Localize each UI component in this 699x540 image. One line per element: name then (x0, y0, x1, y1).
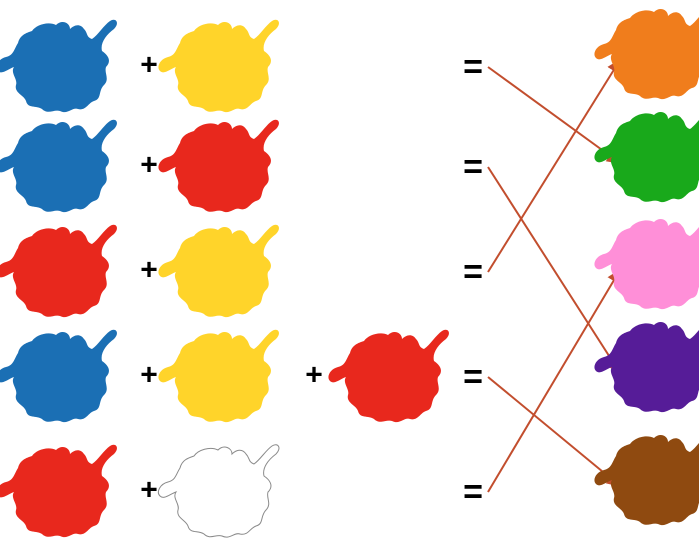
result-blobs (594, 6, 699, 526)
plus-sign: + (140, 254, 158, 287)
arrow-to-pink (487, 268, 621, 493)
equals-sign: = (463, 253, 483, 291)
plus-sign: + (140, 474, 158, 507)
plus-sign: + (140, 149, 158, 182)
equals-sign: = (463, 473, 483, 511)
paint-splat-purple (594, 319, 699, 413)
paint-splat-brown (594, 432, 699, 526)
plus-sign: + (140, 359, 158, 392)
equals-sign: = (463, 148, 483, 186)
paint-splat-yellow (158, 19, 279, 113)
arrow-to-purple (487, 166, 621, 375)
matching-arrows (487, 58, 622, 493)
plus-sign: + (140, 49, 158, 82)
paint-splat-blue (0, 19, 117, 113)
paint-splat-blue (0, 329, 117, 423)
second-blobs (157, 19, 280, 538)
paint-splat-red (0, 444, 117, 538)
left-blobs (0, 19, 117, 538)
paint-splat-green (594, 109, 699, 203)
paint-splat-pink (594, 216, 699, 310)
paint-splat-red (328, 329, 449, 423)
third-blobs (328, 329, 449, 423)
paint-splat-orange (594, 6, 699, 100)
plus-sign: + (305, 359, 323, 392)
operators: + = + = + = + + = + = (140, 48, 483, 511)
paint-splat-white (157, 444, 280, 538)
paint-splat-yellow (158, 329, 279, 423)
equals-sign: = (463, 48, 483, 86)
arrow-to-orange (487, 58, 621, 273)
paint-splat-red (0, 224, 117, 318)
arrow-to-brown (487, 376, 622, 487)
arrow-to-green (487, 66, 622, 164)
paint-splat-red (158, 119, 279, 213)
paint-splat-blue (0, 119, 117, 213)
equals-sign: = (463, 358, 483, 396)
paint-splat-yellow (158, 224, 279, 318)
